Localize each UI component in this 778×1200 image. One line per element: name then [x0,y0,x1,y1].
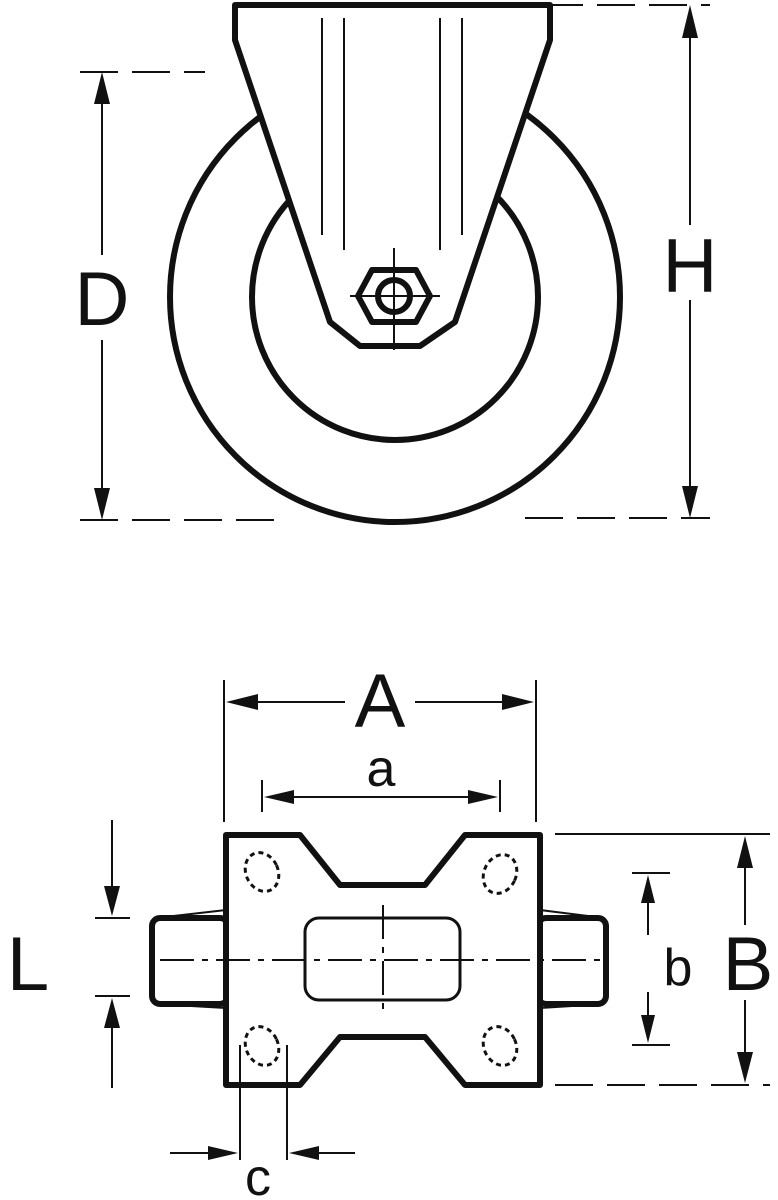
dimension-a-upper: A [223,659,537,822]
top-plate [223,832,543,1088]
label-d: D [75,257,130,342]
mounting-hole-tl [243,851,281,893]
label-b-upper: B [723,922,774,1007]
top-view: A a B b [7,659,773,1200]
dimension-a-lower: a [261,740,501,812]
fork-body [232,2,553,349]
dimension-b-upper: B [555,833,774,1086]
label-a-upper: A [355,659,406,744]
label-h: H [663,224,718,309]
mounting-hole-tr [481,853,519,895]
label-l: L [7,922,49,1007]
dimension-c: c [170,1045,355,1200]
dimension-b-lower: b [632,872,693,1046]
dimension-h: H [663,5,718,518]
mounting-hole-br [481,1025,519,1067]
label-c: c [245,1149,271,1200]
mounting-hole-bl [243,1025,281,1067]
label-a-lower: a [367,740,396,798]
dimension-l: L [7,820,130,1088]
dimension-d: D [75,72,130,520]
side-view: D H [75,2,718,525]
label-b-lower: b [664,939,693,997]
